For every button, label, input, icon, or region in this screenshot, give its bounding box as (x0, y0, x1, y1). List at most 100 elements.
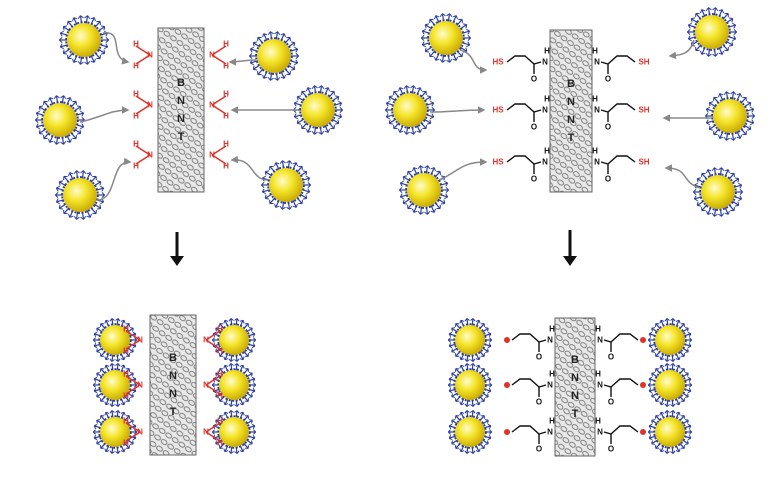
hydrogen-label: H (217, 439, 223, 448)
gold-nanoparticle (399, 165, 449, 215)
tube-label-letter: N (177, 113, 185, 125)
gold-nanoparticle (421, 13, 471, 63)
tube-label-letter: T (178, 131, 185, 143)
amide-nitrogen-label: N (594, 58, 600, 67)
carbonyl-oxygen-label: O (531, 75, 537, 84)
carbonyl-oxygen-label: O (536, 353, 542, 362)
amine-group: NHH (209, 140, 229, 171)
gold-nanoparticle (211, 410, 257, 454)
tube-label-letter: N (571, 372, 579, 384)
gold-nanoparticle (647, 363, 693, 407)
thiol-linker-bound: NHO (595, 370, 646, 407)
amide-hydrogen-label: H (592, 147, 598, 156)
amide-nitrogen-label: N (597, 428, 603, 437)
amine-group: NHH (209, 40, 229, 71)
amide-hydrogen-label: H (549, 325, 555, 334)
down-arrow (170, 232, 184, 266)
carbonyl-oxygen-label: O (605, 175, 611, 184)
amide-hydrogen-label: H (549, 370, 555, 379)
amine-group: NH H (203, 325, 223, 356)
amide-nitrogen-label: N (542, 58, 548, 67)
thiol-label: HS (492, 106, 504, 115)
amide-hydrogen-label: H (544, 147, 550, 156)
tube-label-letter: T (572, 408, 579, 420)
gold-nanoparticle (447, 410, 493, 454)
carbonyl-oxygen-label: O (531, 123, 537, 132)
gold-nanoparticle (687, 7, 737, 57)
hydrogen-label: H (123, 347, 129, 356)
carbonyl-oxygen-label: O (536, 398, 542, 407)
gold-nanoparticle (447, 318, 493, 362)
amide-nitrogen-label: N (597, 381, 603, 390)
carbonyl-oxygen-label: O (608, 445, 614, 454)
hydrogen-label: H (223, 140, 229, 149)
carbonyl-oxygen-label: O (536, 445, 542, 454)
thiol-linker: NH O HS (492, 47, 550, 84)
hydrogen-label: H (223, 40, 229, 49)
curved-arrow (230, 155, 269, 181)
hydrogen-label: H (123, 439, 129, 448)
tube-label-letter: N (571, 390, 579, 402)
gold-nanoparticle (35, 95, 85, 145)
hydrogen-label: H (223, 112, 229, 121)
curved-arrow (102, 32, 130, 65)
hydrogen-label: H (217, 325, 223, 334)
curved-arrow (668, 39, 695, 60)
amine-group: NHH (123, 370, 143, 401)
amide-hydrogen-label: H (592, 47, 598, 56)
amide-nitrogen-label: N (594, 106, 600, 115)
amide-nitrogen-label: N (547, 336, 553, 345)
tube-label-letter: N (169, 370, 177, 382)
hydrogen-label: H (123, 325, 129, 334)
nitrogen-label: N (147, 151, 153, 160)
curved-arrow (79, 106, 130, 123)
curved-arrow (228, 58, 257, 66)
tube-label-letter: N (177, 95, 185, 107)
nitrogen-label: N (203, 336, 209, 345)
gold-nanoparticle (261, 160, 311, 210)
amide-nitrogen-label: N (542, 158, 548, 167)
carbonyl-oxygen-label: O (608, 398, 614, 407)
hydrogen-label: H (133, 62, 139, 71)
nitrogen-label: N (147, 101, 153, 110)
thiol-linker-bound: NHO (504, 417, 555, 454)
hydrogen-label: H (217, 347, 223, 356)
gold-nanoparticle (59, 15, 109, 65)
gold-nanoparticle (55, 170, 105, 220)
nitrogen-label: N (137, 428, 143, 437)
tube-label-letter: B (571, 354, 579, 366)
curved-arrow (459, 49, 488, 74)
amide-hydrogen-label: H (549, 417, 555, 426)
gold-nanoparticle (705, 91, 755, 141)
carbonyl-oxygen-label: O (531, 175, 537, 184)
thiol-linker-bound: NHO (595, 417, 646, 454)
gold-nanoparticle (647, 410, 693, 454)
amide-hydrogen-label: H (544, 95, 550, 104)
curved-arrow (664, 164, 701, 189)
hydrogen-label: H (223, 162, 229, 171)
amide-nitrogen-label: N (547, 381, 553, 390)
hydrogen-label: H (223, 90, 229, 99)
hydrogen-label: H (123, 417, 129, 426)
amide-nitrogen-label: N (597, 336, 603, 345)
hydrogen-label: H (133, 90, 139, 99)
hydrogen-label: H (217, 417, 223, 426)
hydrogen-label: H (133, 40, 139, 49)
amine-group: NH H (203, 417, 223, 448)
nitrogen-label: N (147, 51, 153, 60)
thiol-label: SH (638, 106, 649, 115)
tube-label-letter: T (568, 132, 575, 144)
hydrogen-label: H (123, 370, 129, 379)
hydrogen-label: H (223, 62, 229, 71)
amide-hydrogen-label: H (544, 47, 550, 56)
nitrogen-label: N (137, 336, 143, 345)
tube-label-letter: N (169, 388, 177, 400)
nitrogen-label: N (203, 428, 209, 437)
thiol-label: HS (492, 58, 504, 67)
thiol-label: SH (638, 158, 649, 167)
